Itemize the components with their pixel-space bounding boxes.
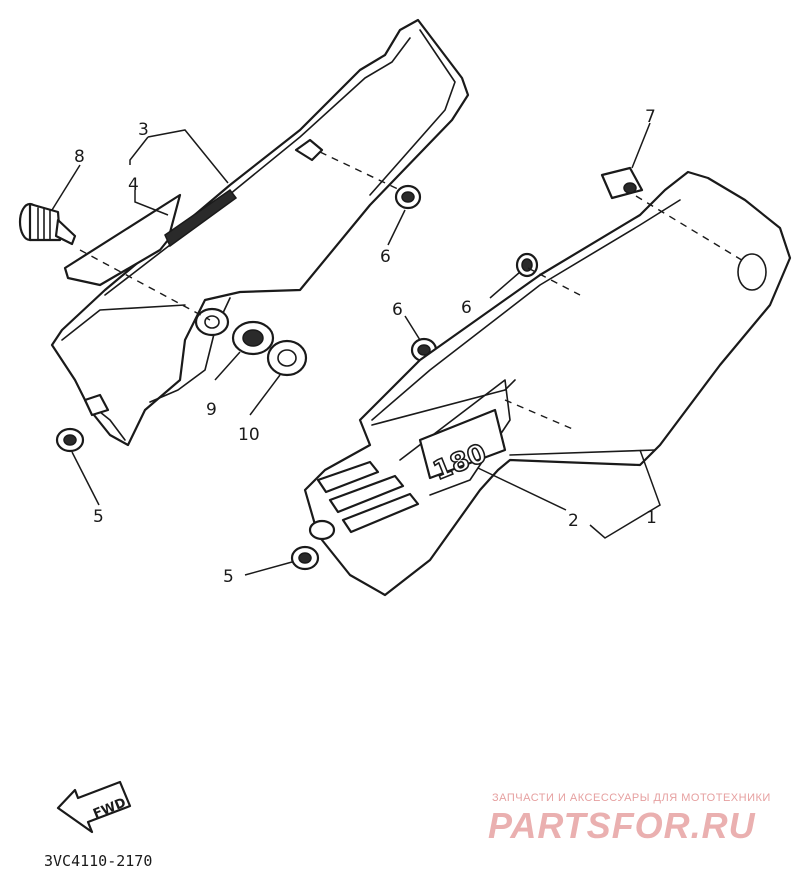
damper-5-left <box>55 427 85 453</box>
lock-assembly-8 <box>18 202 77 246</box>
left-cover-peg <box>294 138 324 162</box>
cover-mount-hole <box>737 253 767 291</box>
left-cover-bottom-tab <box>83 393 110 417</box>
nut-7 <box>600 166 644 200</box>
fwd-arrow: FWD <box>56 780 132 834</box>
callout-2: 2 <box>568 511 579 531</box>
callouts: 3 4 8 7 6 6 6 9 10 5 5 2 1 <box>74 107 657 587</box>
callout-6-right: 6 <box>461 298 472 318</box>
callout-4: 4 <box>128 175 139 195</box>
grommet-9 <box>231 320 275 356</box>
watermark-tagline: ЗАПЧАСТИ И АКСЕССУАРЫ ДЛЯ МОТОТЕХНИКИ <box>492 792 771 804</box>
assembly-line-lock <box>79 249 211 321</box>
callout-1: 1 <box>646 508 657 528</box>
cover-vent-slots <box>316 460 420 534</box>
callout-9: 9 <box>206 400 217 420</box>
damper-5-bottom <box>290 545 320 571</box>
washer-10 <box>266 339 308 377</box>
grommet-6-left <box>394 184 422 210</box>
right-side-cover <box>303 170 792 597</box>
side-cover-panel-4 <box>63 193 182 287</box>
left-cover-grommet-hole <box>194 307 230 337</box>
cover-emblem-strip <box>164 188 238 248</box>
right-cover-bottom-tab <box>308 519 336 541</box>
callout-10: 10 <box>238 425 260 445</box>
callout-7: 7 <box>645 107 656 127</box>
callout-8: 8 <box>74 147 85 167</box>
leader-lines <box>51 122 661 576</box>
assembly-line-peg <box>319 151 401 191</box>
watermark: ЗАПЧАСТИ И АКСЕССУАРЫ ДЛЯ МОТОТЕХНИКИ PA… <box>488 792 771 846</box>
assembly-line-nut <box>635 195 746 263</box>
callout-6-mid: 6 <box>392 300 403 320</box>
callout-5-bottom: 5 <box>223 567 234 587</box>
assembly-line-grommet <box>527 267 581 296</box>
diagram-part-code: 3VC4110-2170 <box>44 852 152 870</box>
callout-6-left: 6 <box>380 247 391 267</box>
callout-5-left: 5 <box>93 507 104 527</box>
callout-3: 3 <box>138 120 149 140</box>
watermark-brand: PARTSFOR.RU <box>488 805 756 846</box>
